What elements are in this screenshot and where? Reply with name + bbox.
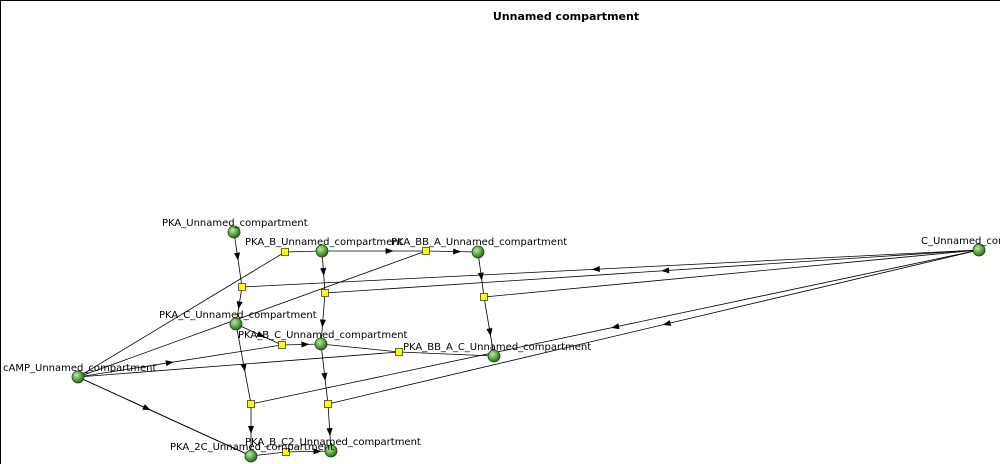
- species-label-pka-b: PKA_B_Unnamed_compartment: [245, 237, 403, 248]
- species-layer: [71, 225, 986, 463]
- species-label-camp: cAMP_Unnamed_compartment: [3, 363, 156, 374]
- edge-arrowhead: [256, 331, 265, 338]
- reaction-edge: [77, 250, 427, 378]
- edges-layer: [77, 231, 980, 457]
- reaction-edge: [77, 251, 286, 378]
- species-node-pka-bb-a[interactable]: [471, 245, 485, 259]
- compartment-title: Unnamed compartment: [493, 10, 639, 23]
- edge-arrowhead: [165, 360, 174, 367]
- reaction-node[interactable]: [395, 348, 403, 356]
- reaction-edge: [483, 249, 980, 298]
- reaction-edge: [320, 343, 400, 353]
- edge-arrowhead: [240, 363, 247, 372]
- edge-arrowhead: [662, 320, 672, 326]
- reaction-edge: [77, 344, 283, 378]
- species-node-pka-2c[interactable]: [244, 449, 258, 463]
- edge-arrowhead: [320, 267, 327, 276]
- reaction-edge: [285, 450, 332, 453]
- labels-layer: PKA_Unnamed_compartmentPKA_B_Unnamed_com…: [3, 218, 1000, 453]
- edge-arrowhead: [321, 372, 328, 381]
- species-label-pka-bb-a: PKA_BB_A_Unnamed_compartment: [391, 237, 567, 248]
- reaction-edge: [327, 249, 980, 405]
- reaction-edge: [327, 403, 332, 452]
- reaction-node[interactable]: [247, 400, 255, 408]
- species-label-pka: PKA_Unnamed_compartment: [162, 218, 308, 229]
- edge-arrowhead: [611, 323, 620, 330]
- reaction-edge: [483, 296, 495, 357]
- reaction-edge: [235, 323, 252, 405]
- species-node-camp[interactable]: [71, 370, 85, 384]
- edge-arrowhead: [661, 267, 670, 274]
- reaction-node[interactable]: [282, 448, 290, 456]
- edge-arrowhead: [248, 426, 254, 434]
- reaction-node[interactable]: [480, 293, 488, 301]
- edge-arrowhead: [326, 428, 333, 437]
- edge-arrowhead: [236, 301, 243, 310]
- species-node-pka-c[interactable]: [229, 317, 243, 331]
- species-label-c: C_Unnamed_compartment: [921, 236, 1000, 247]
- edge-arrowhead: [486, 327, 493, 337]
- reaction-node[interactable]: [278, 341, 286, 349]
- species-node-pka-b-c2[interactable]: [324, 444, 338, 458]
- species-label-pka-c: PKA_C_Unnamed_compartment: [159, 310, 317, 321]
- edge-arrowhead: [591, 266, 600, 273]
- species-node-pka-b-c[interactable]: [314, 337, 328, 351]
- edge-arrowhead: [477, 272, 484, 281]
- edge-arrowhead: [313, 448, 322, 455]
- species-label-pka-2c: PKA_2C_Unnamed_compartment: [170, 442, 334, 453]
- reaction-edge: [320, 292, 326, 345]
- reaction-node[interactable]: [321, 289, 329, 297]
- species-node-c[interactable]: [972, 243, 986, 257]
- edge-arrowhead: [385, 248, 394, 254]
- species-node-pka-bb-a-c[interactable]: [487, 349, 501, 363]
- edge-arrowhead: [301, 341, 310, 348]
- reaction-node[interactable]: [238, 283, 246, 291]
- reaction-edge: [77, 351, 400, 378]
- reactions-layer: [238, 247, 488, 456]
- species-label-pka-b-c2: PKA_B_C2_Unnamed_compartment: [245, 437, 421, 448]
- reaction-node[interactable]: [324, 400, 332, 408]
- species-label-pka-b-c: PKA_B_C_Unnamed_compartment: [238, 330, 408, 341]
- edge-arrowhead: [142, 404, 151, 411]
- species-label-pka-bb-a-c: PKA_BB_A_C_Unnamed_compartment: [403, 342, 591, 353]
- edge-arrowhead: [234, 252, 240, 261]
- reaction-node[interactable]: [281, 248, 289, 256]
- reaction-edge: [241, 249, 980, 288]
- species-node-pka-b[interactable]: [315, 244, 329, 258]
- edge-arrowhead: [453, 248, 462, 255]
- reaction-edge: [398, 351, 495, 357]
- edge-arrowhead: [319, 319, 326, 328]
- reaction-node[interactable]: [422, 247, 430, 255]
- reaction-edge: [77, 376, 252, 457]
- reaction-edge: [324, 249, 980, 294]
- reaction-edge: [425, 250, 479, 253]
- species-node-pka[interactable]: [227, 225, 241, 239]
